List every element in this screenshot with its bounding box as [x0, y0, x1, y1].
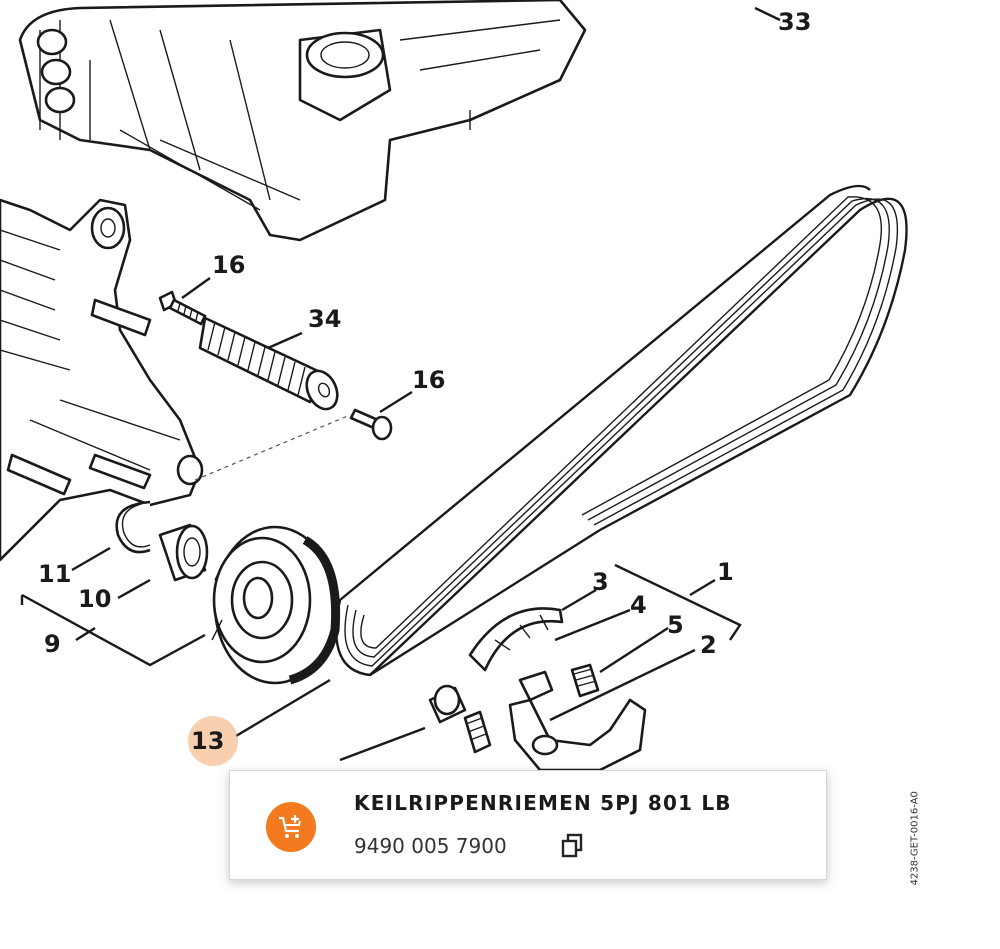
callout-3[interactable]: 3	[592, 568, 609, 596]
callout-4[interactable]: 4	[630, 591, 647, 619]
part-number: 9490 005 7900	[354, 834, 507, 858]
callout-2[interactable]: 2	[700, 631, 717, 659]
pulley-9	[211, 525, 341, 685]
screw-16-top	[158, 290, 207, 326]
part-popup: KEILRIPPENRIEMEN 5PJ 801 LB 9490 005 790…	[229, 770, 827, 880]
add-to-cart-button[interactable]	[266, 802, 316, 852]
bracket-1-5	[614, 563, 742, 641]
ribbed-belt-13	[335, 184, 908, 677]
leader-lines	[71, 6, 781, 762]
bearing-10	[158, 523, 209, 582]
callout-16-top[interactable]: 16	[212, 251, 245, 279]
spring-34	[198, 316, 339, 411]
crankcase	[0, 198, 204, 562]
spring-5	[570, 663, 600, 698]
callout-10[interactable]: 10	[78, 585, 111, 613]
callout-13[interactable]: 13	[191, 727, 225, 755]
callout-9[interactable]: 9	[44, 630, 61, 658]
callout-34[interactable]: 34	[308, 305, 341, 333]
add-to-cart-icon	[279, 815, 301, 838]
alignment-line	[194, 414, 351, 481]
callout-1[interactable]: 1	[717, 558, 734, 586]
callout-16-bottom[interactable]: 16	[412, 366, 445, 394]
copy-icon	[561, 833, 583, 858]
document-code-text: 4238-GET-0016-A0	[909, 791, 921, 886]
part-title: KEILRIPPENRIEMEN 5PJ 801 LB	[354, 791, 732, 815]
screw-16-bottom	[349, 408, 393, 441]
document-code: 4238-GET-0016-A0	[905, 760, 925, 890]
callout-13-highlight[interactable]	[188, 716, 238, 766]
callout-11[interactable]: 11	[38, 560, 71, 588]
circlip-11	[115, 500, 151, 554]
bracket-9-11	[21, 593, 206, 667]
clutch-shoe-3	[468, 607, 564, 672]
copy-part-number-button[interactable]	[560, 833, 584, 859]
callout-33[interactable]: 33	[778, 8, 811, 36]
callout-5[interactable]: 5	[667, 611, 684, 639]
clutch-carrier-2	[428, 670, 647, 772]
engine-housing	[18, 0, 587, 242]
